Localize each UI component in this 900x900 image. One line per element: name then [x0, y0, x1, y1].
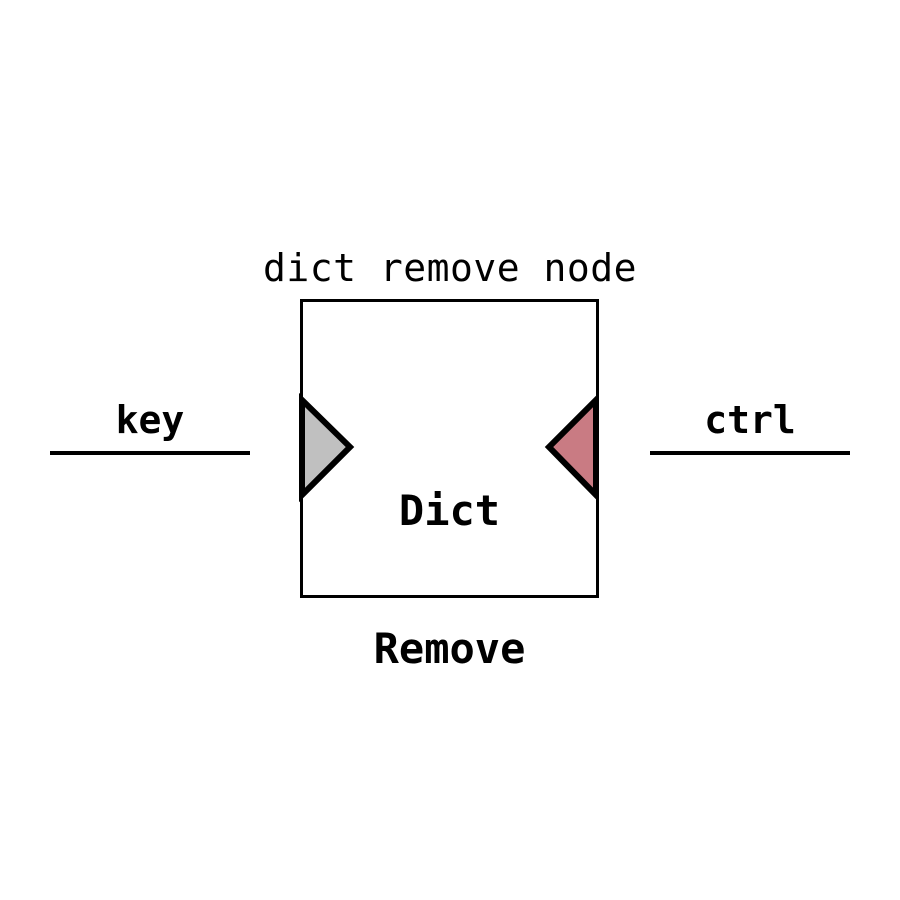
wire-label-ctrl: ctrl [704, 398, 796, 442]
input-port-triangle-icon[interactable] [299, 392, 355, 503]
output-port-triangle-icon[interactable] [544, 392, 599, 503]
wire-key[interactable] [50, 451, 250, 455]
wire-label-key: key [115, 398, 185, 442]
wire-ctrl[interactable] [650, 451, 850, 455]
node-label: Dict Remove [300, 396, 599, 764]
node-label-line-2: Remove [373, 624, 526, 673]
node-label-line-1: Dict [398, 486, 501, 535]
node-title: dict remove node [262, 246, 638, 290]
